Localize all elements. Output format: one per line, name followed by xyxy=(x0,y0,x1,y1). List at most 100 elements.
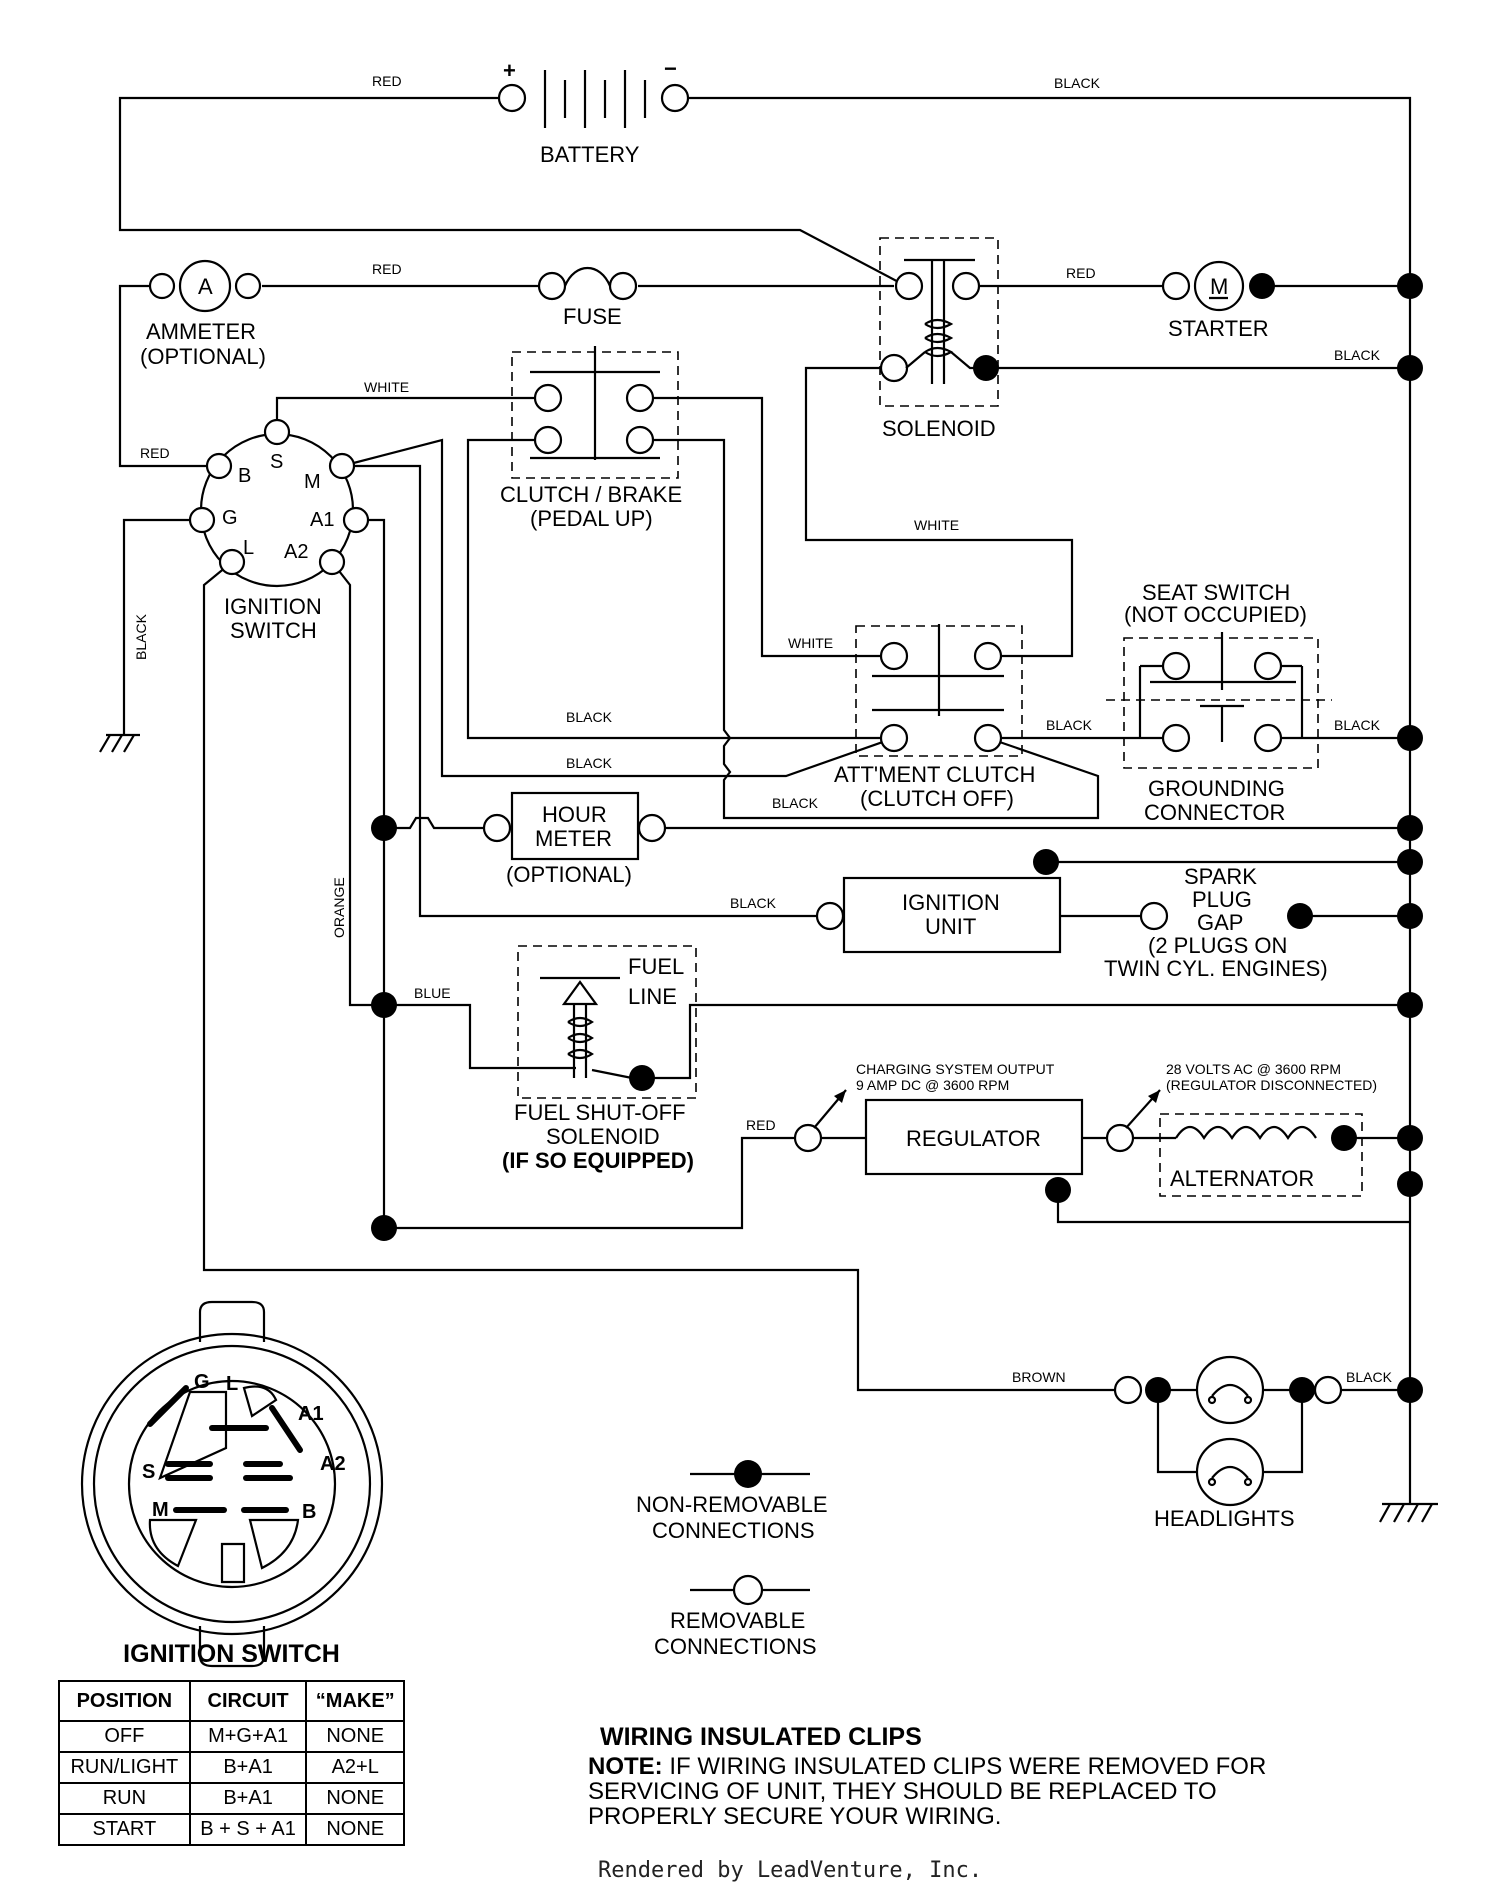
ammeter-gauge xyxy=(178,259,232,313)
switch-face-g: G xyxy=(194,1371,210,1393)
ammeter-symbol: A xyxy=(198,274,213,299)
ignition-pin-l xyxy=(218,548,246,576)
grounding-connector-label-2: CONNECTOR xyxy=(1144,800,1285,825)
switch-face-m: M xyxy=(152,1499,169,1521)
wire-label-red-ammeter: RED xyxy=(372,261,402,277)
ignition-pin-a1 xyxy=(342,506,370,534)
fuse: FUSE xyxy=(537,267,638,329)
attachment-clutch-label: ATT'MENT CLUTCH xyxy=(834,762,1035,787)
fuel-solenoid-label-2: SOLENOID xyxy=(546,1124,660,1149)
wire-label-black-1: BLACK xyxy=(566,709,613,725)
clutch-brake-switch: CLUTCH / BRAKE (PEDAL UP) xyxy=(500,346,682,531)
table-cell: M+G+A1 xyxy=(188,1720,308,1753)
solenoid: SOLENOID xyxy=(879,237,999,441)
starter-symbol: M xyxy=(1210,274,1228,299)
legend: NON-REMOVABLE CONNECTIONS REMOVABLE CONN… xyxy=(636,1460,828,1659)
wire-switch-m xyxy=(341,438,895,778)
ignition-switch-label: IGNITION xyxy=(224,594,322,619)
ignition-pin-b-label: B xyxy=(238,465,251,487)
switch-face-a1: A1 xyxy=(298,1403,324,1425)
regulator: REGULATOR CHARGING SYSTEM OUTPUT 9 AMP D… xyxy=(793,1061,1377,1203)
fuse-label: FUSE xyxy=(563,304,622,329)
wire-fuel-ground xyxy=(646,1003,1410,1080)
switch-face-a2: A2 xyxy=(320,1453,346,1475)
solenoid-label: SOLENOID xyxy=(882,416,996,441)
table-header-position: POSITION xyxy=(58,1680,191,1722)
spark-plug-gap-label: GAP xyxy=(1197,910,1243,935)
legend-non-removable-dot xyxy=(734,1460,762,1488)
wire-headlights-right xyxy=(1260,1390,1304,1474)
battery-positive-terminal xyxy=(497,83,527,113)
alternator-output-note: (REGULATOR DISCONNECTED) xyxy=(1166,1077,1377,1093)
legend-removable-label: REMOVABLE xyxy=(670,1608,805,1633)
table-header-circuit: CIRCUIT xyxy=(188,1680,308,1722)
table-header-row: POSITION CIRCUIT “MAKE” xyxy=(58,1680,405,1722)
ignition-switch-table: POSITION CIRCUIT “MAKE” OFF M+G+A1 NONE … xyxy=(58,1680,405,1846)
headlight-bottom xyxy=(1195,1437,1265,1507)
fuel-solenoid-note: (IF SO EQUIPPED) xyxy=(502,1148,694,1173)
table-cell: NONE xyxy=(305,1782,405,1815)
wire-regulator-red xyxy=(384,1136,796,1230)
spark-plug: SPARK PLUG GAP (2 PLUGS ON TWIN CYL. ENG… xyxy=(1104,864,1328,981)
ignition-pin-a2 xyxy=(318,548,346,576)
ignition-pin-g-label: G xyxy=(222,507,238,529)
spark-plug-label: SPARK xyxy=(1184,864,1257,889)
spark-plug-note-1: (2 PLUGS ON xyxy=(1148,933,1287,958)
ground-symbol-right xyxy=(1379,1480,1438,1523)
wires xyxy=(118,96,1412,1480)
table-cell: B+A1 xyxy=(188,1751,308,1784)
clips-title: WIRING INSULATED CLIPS xyxy=(600,1723,922,1751)
clips-note-text: IF WIRING INSULATED CLIPS WERE REMOVED F… xyxy=(588,1753,1267,1830)
ignition-table-title: IGNITION SWITCH xyxy=(123,1640,340,1668)
clutch-brake-label: CLUTCH / BRAKE xyxy=(500,482,682,507)
grounding-connector-label: GROUNDING xyxy=(1148,776,1285,801)
legend-non-removable-label-2: CONNECTIONS xyxy=(652,1518,815,1543)
wire-color-labels: RED BLACK RED RED BLACK WHITE RED WHITE … xyxy=(133,73,1393,1385)
ground-symbol-left xyxy=(99,733,140,753)
headlight-top xyxy=(1195,1355,1265,1425)
ignition-pin-a1-label: A1 xyxy=(310,509,334,531)
wire-label-red-regulator: RED xyxy=(746,1117,776,1133)
alternator-label: ALTERNATOR xyxy=(1170,1166,1314,1191)
legend-removable-label-2: CONNECTIONS xyxy=(654,1634,817,1659)
ignition-unit-label-2: UNIT xyxy=(925,914,976,939)
ammeter-label: AMMETER xyxy=(146,319,256,344)
ignition-switch: B S M G A1 L A2 IGNITION SWITCH xyxy=(188,418,370,643)
table-row: RUN/LIGHT B+A1 A2+L xyxy=(58,1751,405,1784)
wire-label-black-3: BLACK xyxy=(772,795,819,811)
battery-label: BATTERY xyxy=(540,142,640,167)
wire-clutch-white xyxy=(640,396,894,658)
regulator-label: REGULATOR xyxy=(906,1126,1041,1151)
wire-label-black-seat: BLACK xyxy=(1334,717,1381,733)
table-cell: B + S + A1 xyxy=(188,1813,308,1846)
seat-switch-label: SEAT SWITCH xyxy=(1142,580,1290,605)
footer-credit: Rendered by LeadVenture, Inc. xyxy=(598,1858,983,1883)
wire-label-black-solenoid: BLACK xyxy=(1334,347,1381,363)
wire-switch-a1 xyxy=(356,518,386,1228)
table-cell: NONE xyxy=(305,1720,405,1753)
alternator-output-label: 28 VOLTS AC @ 3600 RPM xyxy=(1166,1061,1341,1077)
battery-plus-sign: + xyxy=(503,58,516,83)
wire-hourmeter-left xyxy=(384,816,496,830)
ammeter: A AMMETER (OPTIONAL) xyxy=(140,259,266,369)
seat-switch: SEAT SWITCH (NOT OCCUPIED) GROUNDING CON… xyxy=(1106,580,1332,825)
clutch-brake-state-label: (PEDAL UP) xyxy=(530,506,653,531)
table-cell: NONE xyxy=(305,1813,405,1846)
battery-minus-sign: − xyxy=(664,56,677,81)
wire-label-black-headlights: BLACK xyxy=(1346,1369,1393,1385)
table-cell: A2+L xyxy=(305,1751,405,1784)
hour-meter: HOUR METER (OPTIONAL) xyxy=(482,791,667,887)
switch-face-l: L xyxy=(226,1373,238,1395)
wire-label-blue: BLUE xyxy=(414,985,451,1001)
ignition-pin-l-label: L xyxy=(243,537,254,559)
wire-ammeter-left xyxy=(118,284,207,468)
wire-label-black-battery: BLACK xyxy=(1054,75,1101,91)
alternator: ALTERNATOR xyxy=(1159,1113,1363,1197)
wire-battery-negative xyxy=(688,96,1412,1480)
fuel-line-label-2: LINE xyxy=(628,984,677,1009)
charging-output-rating: 9 AMP DC @ 3600 RPM xyxy=(856,1077,1009,1093)
ignition-pin-b xyxy=(205,452,233,480)
headlights: HEADLIGHTS xyxy=(1113,1355,1343,1531)
table-cell: START xyxy=(58,1813,191,1846)
wire-switch-l xyxy=(202,561,1128,1392)
